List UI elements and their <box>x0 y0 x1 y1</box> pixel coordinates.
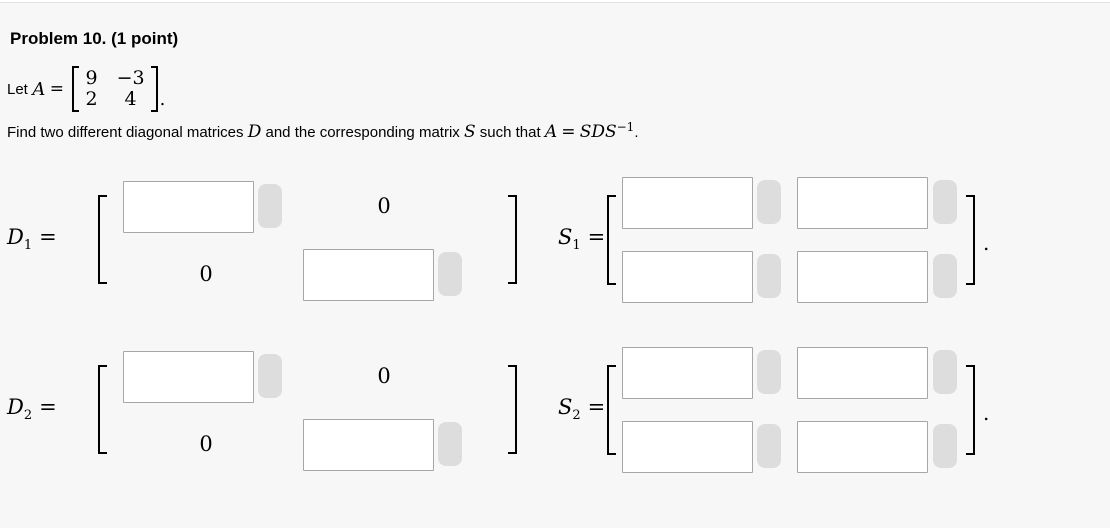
s2-preview-button-r1c1[interactable] <box>757 350 781 394</box>
matrix-a-symbol: A <box>32 78 46 100</box>
math-exponent: −1 <box>616 120 635 134</box>
let-label: Let <box>7 80 28 98</box>
s2-input-r2c2[interactable] <box>797 421 928 473</box>
sentence-period: . <box>983 401 990 425</box>
d2-preview-button-r1c1[interactable] <box>258 354 282 398</box>
d1-zero-r1c2: 0 <box>377 194 391 218</box>
d1-preview-button-r1c1[interactable] <box>258 184 282 228</box>
matrix-a-cell: 9 <box>85 67 98 89</box>
s1-right-bracket <box>966 195 975 285</box>
d1-label: D1= <box>7 225 57 254</box>
instruction-text: and the corresponding matrix <box>265 124 460 141</box>
d1-input-r2c2[interactable] <box>303 249 434 301</box>
equals-sign: = <box>561 122 576 142</box>
s1-input-r2c1[interactable] <box>622 251 753 303</box>
d1-zero-r2c1: 0 <box>199 262 213 286</box>
d2-input-r1c1[interactable] <box>123 351 254 403</box>
s2-input-r1c1[interactable] <box>622 347 753 399</box>
math-d-symbol: D <box>247 122 262 142</box>
s2-preview-button-r2c1[interactable] <box>757 424 781 468</box>
s2-preview-button-r2c2[interactable] <box>933 424 957 468</box>
problem-statement: Let A = 9 −3 2 4 . <box>7 64 165 114</box>
sentence-period: . <box>983 231 990 255</box>
math-sds-symbol: SDS <box>579 122 617 142</box>
matrix-a-entries: 9 −3 2 4 <box>79 66 150 112</box>
d2-label: D2= <box>7 395 57 424</box>
sentence-period: . <box>159 89 166 110</box>
s1-label: S1= <box>558 225 606 254</box>
d2-zero-r1c2: 0 <box>377 364 391 388</box>
matrix-a-right-bracket <box>150 66 158 112</box>
s1-input-r1c2[interactable] <box>797 177 928 229</box>
math-a-symbol: A <box>544 122 558 142</box>
d1-preview-button-r2c2[interactable] <box>438 252 462 296</box>
math-s-symbol: S <box>463 122 476 142</box>
s1-left-bracket <box>607 195 616 285</box>
s2-input-r2c1[interactable] <box>622 421 753 473</box>
problem-instruction: Find two different diagonal matrices D a… <box>7 120 639 142</box>
s1-preview-button-r1c1[interactable] <box>757 180 781 224</box>
matrix-a-left-bracket <box>72 66 80 112</box>
s2-right-bracket <box>966 365 975 455</box>
d1-right-bracket <box>508 195 517 284</box>
instruction-text: such that <box>479 124 541 141</box>
s2-label: S2= <box>558 395 606 424</box>
d2-preview-button-r2c2[interactable] <box>438 422 462 466</box>
d2-right-bracket <box>508 365 517 454</box>
s2-preview-button-r1c2[interactable] <box>933 350 957 394</box>
d2-zero-r2c1: 0 <box>199 432 213 456</box>
d1-input-r1c1[interactable] <box>123 181 254 233</box>
equals-sign: = <box>49 79 65 99</box>
s2-input-r1c2[interactable] <box>797 347 928 399</box>
matrix-a-cell: 4 <box>124 88 137 110</box>
instruction-text: Find two different diagonal matrices <box>7 124 244 141</box>
d2-left-bracket <box>98 365 107 454</box>
matrix-a-cell: −3 <box>116 67 145 89</box>
matrix-a: 9 −3 2 4 <box>72 66 158 112</box>
s1-preview-button-r2c2[interactable] <box>933 254 957 298</box>
problem-points: (1 point) <box>111 29 179 48</box>
s1-input-r1c1[interactable] <box>622 177 753 229</box>
s1-preview-button-r1c2[interactable] <box>933 180 957 224</box>
d2-input-r2c2[interactable] <box>303 419 434 471</box>
s1-preview-button-r2c1[interactable] <box>757 254 781 298</box>
top-divider <box>0 0 1110 3</box>
s2-left-bracket <box>607 365 616 455</box>
problem-header: Problem 10. (1 point) <box>10 29 178 49</box>
d1-left-bracket <box>98 195 107 284</box>
sentence-period: . <box>634 124 639 141</box>
matrix-a-cell: 2 <box>85 88 98 110</box>
s1-input-r2c2[interactable] <box>797 251 928 303</box>
problem-title: Problem 10. <box>10 29 107 48</box>
